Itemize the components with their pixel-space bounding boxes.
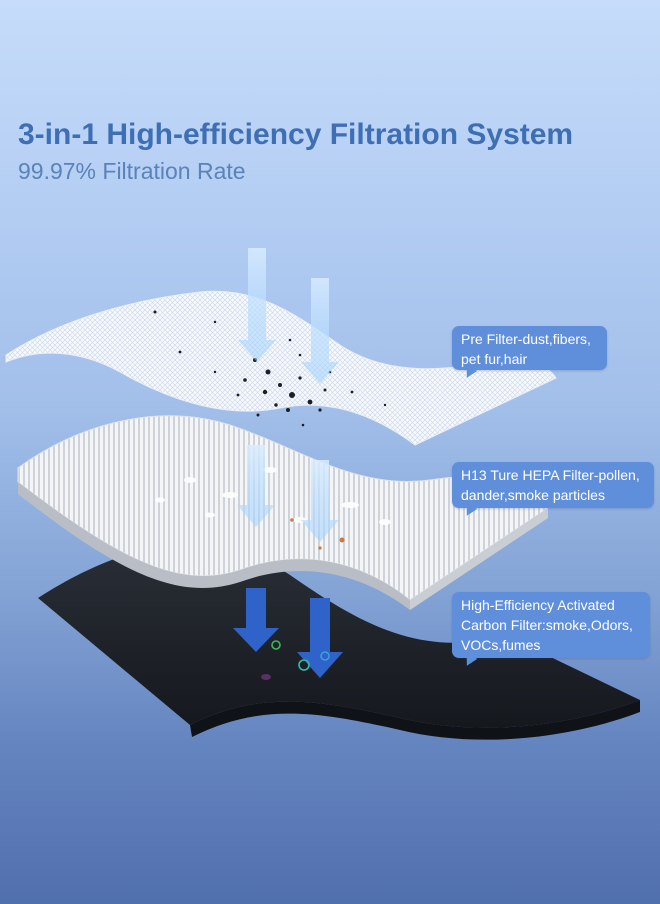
carbon-filter-layer bbox=[38, 544, 640, 740]
hepa-filter-callout-line-2: dander,smoke particles bbox=[461, 487, 605, 503]
carbon-filter-callout-line-1: High-Efficiency Activated bbox=[461, 597, 615, 613]
voc-molecules bbox=[261, 640, 330, 680]
pre-filter-callout-line-2: pet fur,hair bbox=[461, 351, 528, 367]
pre-filter-callout-line-1: Pre Filter-dust,fibers, bbox=[461, 331, 591, 347]
smoke-particles bbox=[290, 518, 345, 550]
pre-filter-callout: Pre Filter-dust,fibers, pet fur,hair bbox=[452, 326, 607, 370]
carbon-filter-callout: High-Efficiency Activated Carbon Filter:… bbox=[452, 592, 650, 658]
airflow-arrows-light bbox=[237, 248, 339, 542]
page-subtitle: 99.97% Filtration Rate bbox=[18, 158, 246, 184]
pollen-particles bbox=[155, 467, 391, 525]
carbon-filter-callout-line-3: VOCs,fumes bbox=[461, 637, 541, 653]
hepa-filter-layer bbox=[17, 415, 549, 610]
hepa-filter-callout: H13 Ture HEPA Filter-pollen, dander,smok… bbox=[452, 462, 654, 508]
carbon-filter-callout-line-2: Carbon Filter:smoke,Odors, bbox=[461, 617, 633, 633]
page-title: 3-in-1 High-efficiency Filtration System bbox=[18, 118, 574, 151]
airflow-arrows-dark bbox=[233, 588, 343, 678]
hepa-filter-callout-line-1: H13 Ture HEPA Filter-pollen, bbox=[461, 467, 640, 483]
